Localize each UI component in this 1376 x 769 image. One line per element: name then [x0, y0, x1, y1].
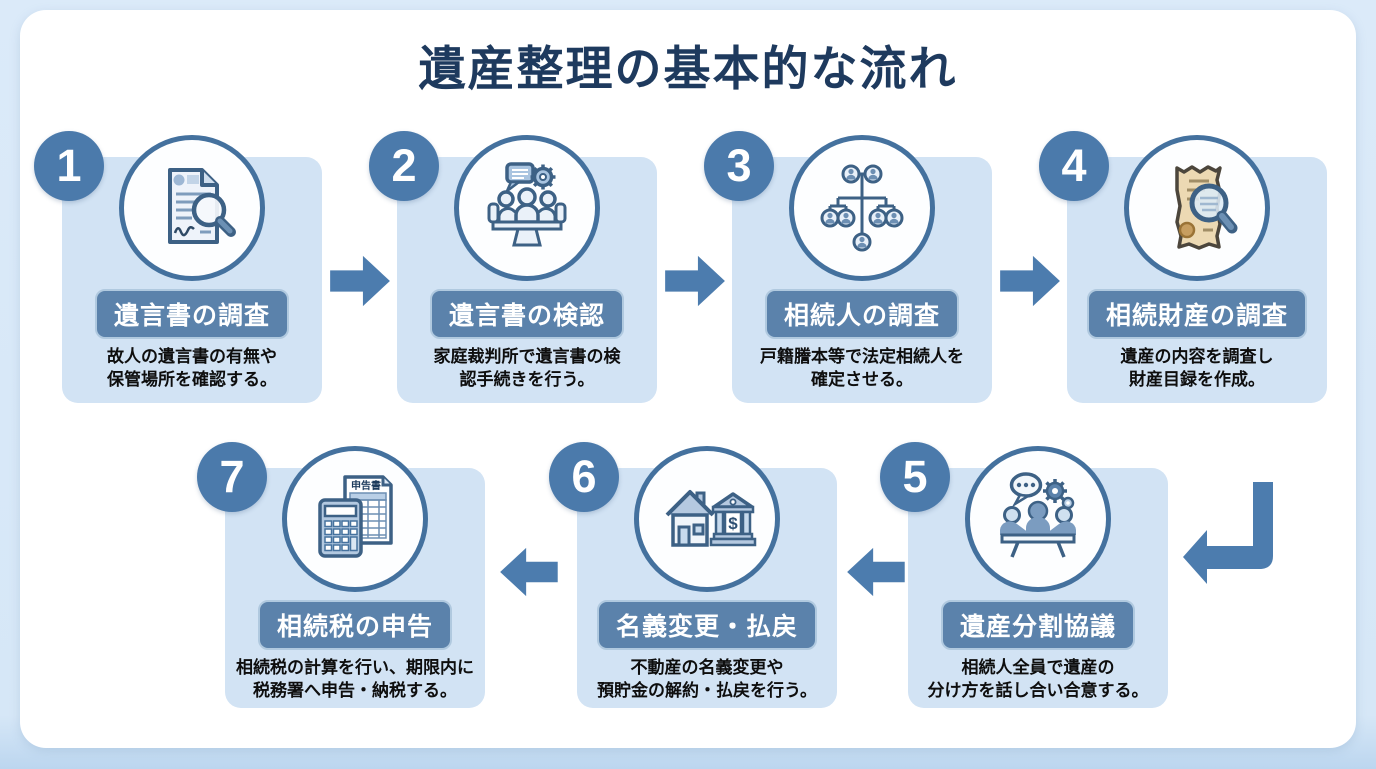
step-number-badge: 3 — [704, 131, 774, 201]
step-label: 遺言書の調査 — [94, 289, 289, 339]
step-card-1: 1 遺言書の調査 故人の遺言書の有無や 保管場 — [34, 131, 322, 403]
step-number-badge: 1 — [34, 131, 104, 201]
step-number-badge: 6 — [549, 442, 619, 512]
step-number-badge: 5 — [880, 442, 950, 512]
step-card-2: 2 — [369, 131, 657, 403]
calculator-tax-form-icon: 申告書 — [282, 446, 428, 592]
family-tree-icon — [789, 135, 935, 281]
step-card-3: 3 相続人の調査 戸籍謄本等で法定相続人を 確定させる。 — [704, 131, 992, 403]
house-bank-icon: $ — [634, 446, 780, 592]
step-label: 相続財産の調査 — [1086, 289, 1307, 339]
will-document-magnifier-icon — [119, 135, 265, 281]
step-number-badge: 7 — [197, 442, 267, 512]
step-card-4: 4 相続財産の調査 遺産の内容を調査し 財産目録を作成。 — [1039, 131, 1327, 403]
tax-form-title-text: 申告書 — [351, 479, 381, 492]
step-label: 名義変更・払戻 — [596, 600, 817, 650]
bank-dollar-symbol: $ — [728, 514, 738, 533]
step-label: 相続税の申告 — [257, 600, 452, 650]
arrow-step1-to-step2-icon — [330, 254, 392, 313]
court-meeting-icon — [454, 135, 600, 281]
step-number-badge: 4 — [1039, 131, 1109, 201]
arrow-step5-to-step6-icon — [845, 546, 905, 603]
step-description: 家庭裁判所で遺言書の検 認手続きを行う。 — [433, 347, 621, 389]
step-description: 相続人全員で遺産の 分け方を話し合い合意する。 — [927, 658, 1149, 700]
step-number-badge: 2 — [369, 131, 439, 201]
step-description: 故人の遺言書の有無や 保管場所を確認する。 — [107, 347, 277, 389]
page-title: 遺産整理の基本的な流れ — [418, 42, 958, 95]
arrow-step3-to-step4-icon — [1000, 254, 1062, 313]
step-description: 遺産の内容を調査し 財産目録を作成。 — [1120, 347, 1274, 389]
step-label: 相続人の調査 — [764, 289, 959, 339]
step-card-6: 6 $ 名義変更・払戻 不動産の名義変更や 預貯金の解約・払戻を行う。 — [549, 442, 837, 708]
step-description: 相続税の計算を行い、期限内に 税務署へ申告・納税する。 — [236, 658, 474, 700]
step-card-7: 7 申告書 — [197, 442, 485, 708]
step-description: 戸籍謄本等で法定相続人を 確定させる。 — [760, 347, 964, 389]
arrow-step6-to-step7-icon — [498, 546, 558, 603]
arrow-step2-to-step3-icon — [665, 254, 727, 313]
step-description: 不動産の名義変更や 預貯金の解約・払戻を行う。 — [597, 658, 817, 700]
arrow-step4-to-step5-elbow-icon — [1183, 482, 1275, 589]
parchment-magnifier-icon — [1124, 135, 1270, 281]
step-card-5: 5 — [880, 442, 1168, 708]
discussion-meeting-icon — [965, 446, 1111, 592]
step-label: 遺言書の検認 — [429, 289, 624, 339]
step-label: 遺産分割協議 — [940, 600, 1135, 650]
